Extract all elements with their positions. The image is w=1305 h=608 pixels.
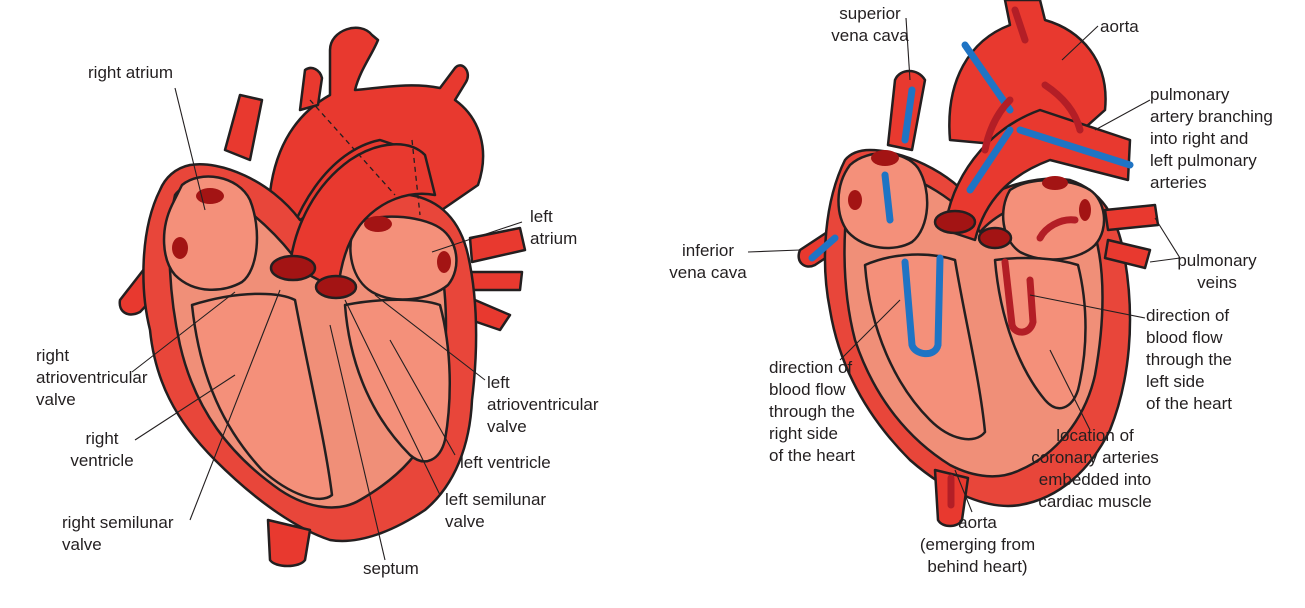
left-dashed-1 [309, 99, 396, 196]
left-spot-2 [172, 237, 188, 259]
leader-ivc [747, 249, 801, 253]
right-left-atrium [1002, 179, 1106, 261]
label-aorta-top: aorta [1100, 17, 1139, 36]
left-left-ventricle [343, 298, 451, 463]
left-aorta-tube [288, 143, 437, 292]
label-right-ventricle: right ventricle [70, 429, 134, 470]
leader-right-atrium [174, 87, 206, 211]
label-pulmonary-veins: pulmonary veins [1177, 251, 1257, 292]
label-left-atrium: left atrium [530, 207, 578, 248]
label-coronary-arteries: location of coronary arteries embedded i… [1031, 426, 1159, 511]
leader-left-semilunar [344, 299, 441, 496]
leader-right-av [131, 291, 236, 373]
label-inferior-vena-cava: inferior vena cava [669, 241, 747, 282]
right-valve-opening-1 [933, 209, 977, 235]
flow-red-la [1036, 216, 1079, 242]
flow-red-aorta-3 [1011, 6, 1029, 44]
label-aorta-bottom: aorta (emerging from behind heart) [919, 513, 1036, 576]
flow-red-aorta-2 [1041, 81, 1084, 134]
right-left-ventricle [993, 256, 1087, 410]
flow-blue-pa-3 [961, 41, 1014, 114]
left-descending-aorta [266, 518, 312, 568]
leader-left-atrium [431, 221, 523, 253]
left-superior-vessel [298, 66, 324, 112]
flow-red-aorta-1 [981, 96, 1014, 154]
label-pulmonary-artery: pulmonary artery branching into right an… [1150, 85, 1273, 192]
label-flow-left: direction of blood flow through the left… [1146, 306, 1233, 413]
left-right-ventricle [190, 292, 334, 500]
right-right-atrium [837, 152, 929, 250]
flow-blue-rv-down [901, 254, 944, 358]
left-spot-4 [437, 251, 451, 273]
flow-blue-ra [881, 171, 894, 224]
leader-right-ventricle [134, 374, 236, 441]
leader-aorta-top [1061, 25, 1099, 61]
label-right-semilunar-valve: right semilunar valve [62, 513, 174, 554]
right-spot-2 [848, 190, 862, 210]
left-spot-3 [364, 216, 392, 232]
leader-right-semilunar [189, 289, 281, 521]
left-vena-cava-top [223, 93, 264, 162]
leader-flow-left [1029, 294, 1146, 319]
label-septum: septum [363, 559, 419, 578]
leader-septum [329, 324, 386, 561]
label-superior-vena-cava: superior vena cava [831, 4, 909, 45]
leader-pulmonary-artery [1094, 99, 1151, 131]
right-spot-3 [1042, 176, 1068, 190]
leader-coronary [1049, 349, 1091, 431]
right-spot-4 [1079, 199, 1091, 221]
left-dashed-2 [411, 139, 421, 216]
right-spot-1 [871, 150, 899, 166]
leader-pulmonary-veins-1 [1154, 217, 1181, 259]
label-right-av-valve: right atrioventricular valve [36, 346, 148, 409]
leader-svc [905, 17, 911, 81]
label-flow-right: direction of blood flow through the righ… [769, 358, 856, 465]
label-left-av-valve: left atrioventricular valve [487, 373, 599, 436]
label-right-atrium: right atrium [88, 63, 174, 82]
left-left-atrium [349, 215, 458, 301]
leader-left-ventricle [389, 339, 456, 456]
label-left-ventricle: left ventricle [460, 453, 551, 472]
right-valve-opening-2 [977, 226, 1013, 250]
flow-red-lv [1001, 258, 1037, 336]
right-pulmonary-veins [1103, 203, 1160, 270]
leader-left-av [374, 294, 486, 381]
leader-flow-right [839, 299, 901, 361]
right-pulmonary-trunk [943, 108, 1132, 242]
flow-blue-pa-1 [966, 126, 1014, 194]
flow-blue-ivc [808, 234, 839, 262]
flow-blue-svc [901, 86, 916, 144]
label-left-semilunar-valve: left semilunar valve [445, 490, 547, 531]
leader-aorta-bottom [954, 469, 973, 513]
leader-pulmonary-veins-2 [1149, 257, 1181, 263]
left-right-atrium [162, 175, 259, 292]
flow-blue-pa-2 [1016, 126, 1134, 169]
right-aorta-arch [948, 0, 1107, 152]
left-valve-opening-1 [269, 254, 317, 282]
left-valve-opening-2 [314, 274, 358, 300]
